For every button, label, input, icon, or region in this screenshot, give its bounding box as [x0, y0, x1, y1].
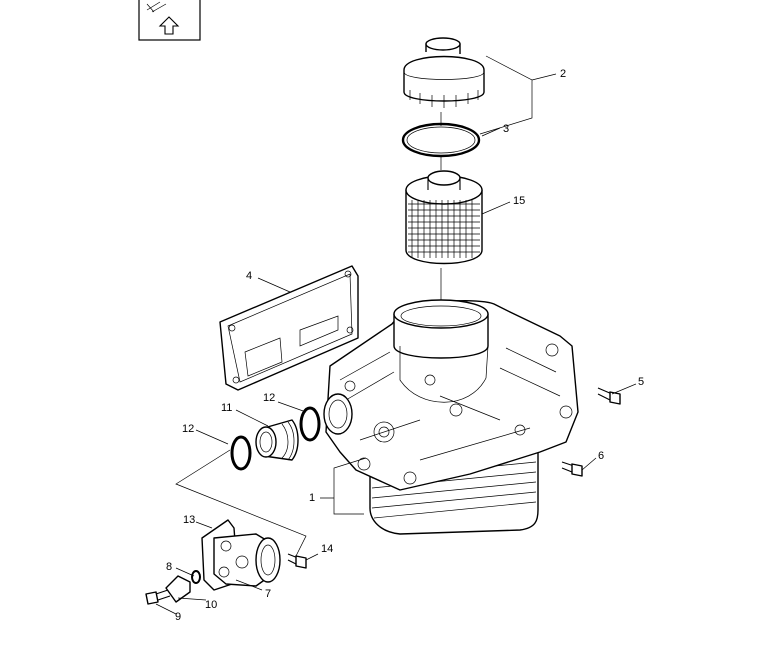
reinstall-up-arrow-icon — [138, 0, 201, 41]
adapter-sleeve — [255, 419, 299, 461]
callout-9: 9 — [175, 611, 181, 623]
gasket-plate — [219, 265, 359, 391]
sensor-10 — [165, 575, 191, 603]
callout-8: 8 — [166, 561, 172, 573]
bolt-5 — [597, 387, 621, 405]
callout-2: 2 — [560, 68, 566, 80]
thermostat-housing — [201, 519, 281, 591]
seal-8 — [191, 570, 201, 584]
callout-15: 15 — [513, 195, 525, 207]
leader-lines — [155, 55, 637, 615]
o-ring-12-right — [299, 406, 321, 442]
callout-13: 13 — [183, 514, 195, 526]
callout-12-lower: 12 — [182, 423, 194, 435]
bolt-14 — [287, 553, 307, 569]
callout-5: 5 — [638, 376, 644, 388]
callout-10: 10 — [205, 599, 217, 611]
callout-1: 1 — [309, 492, 315, 504]
oil-filter-housing — [323, 299, 579, 535]
o-ring-3 — [401, 122, 481, 158]
bolt-6 — [561, 461, 583, 477]
bolt-9 — [145, 589, 171, 605]
callout-11: 11 — [221, 402, 232, 414]
callout-14: 14 — [321, 543, 333, 555]
callout-6: 6 — [598, 450, 604, 462]
callout-3: 3 — [503, 123, 509, 135]
filter-element — [405, 170, 483, 265]
callout-4: 4 — [246, 270, 252, 282]
filter-cap — [403, 37, 485, 108]
callout-12-upper: 12 — [263, 392, 275, 404]
callout-7: 7 — [265, 588, 271, 600]
o-ring-12-left — [230, 435, 252, 471]
